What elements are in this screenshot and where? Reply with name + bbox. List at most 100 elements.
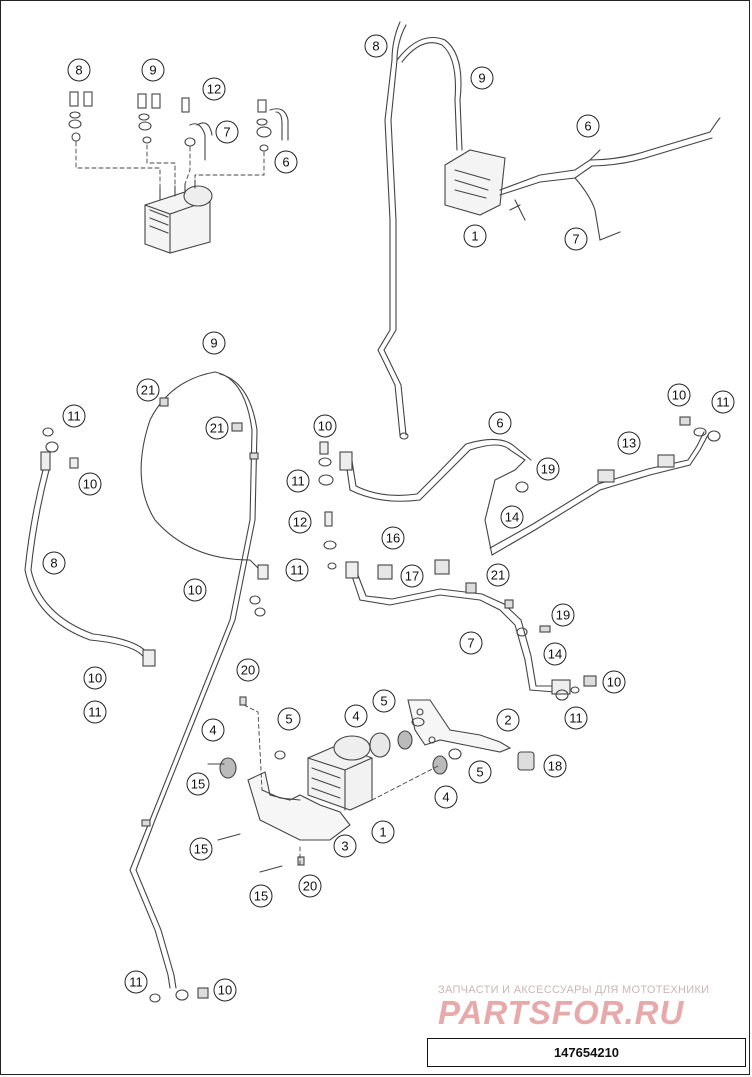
callout-circle [236, 658, 260, 682]
callout-label: 1 [471, 229, 478, 244]
part-number: 147654210 [553, 1045, 620, 1060]
callout-label: 11 [88, 705, 102, 720]
callout-label: 10 [318, 419, 332, 434]
callout-label: 18 [548, 759, 562, 774]
callout-label: 10 [672, 388, 686, 403]
abs-unit-small [144, 179, 213, 254]
callout-circle [488, 411, 512, 435]
callout-10: 10 [183, 578, 207, 602]
callout-label: 8 [75, 63, 82, 78]
callout-circle [274, 150, 298, 174]
callout-11: 11 [564, 706, 588, 730]
callout-circle [536, 457, 560, 481]
callout-21: 21 [136, 378, 160, 402]
brake-line-9 [129, 371, 266, 989]
callout-9: 9 [202, 331, 226, 355]
callout-circle [83, 700, 107, 724]
callout-11: 11 [83, 700, 107, 724]
callout-label: 10 [188, 583, 202, 598]
callout-label: 4 [209, 723, 216, 738]
callout-label: 12 [293, 515, 307, 530]
callout-circle [67, 58, 91, 82]
callout-circle [205, 416, 229, 440]
callout-label: 11 [290, 563, 304, 578]
callout-circle [141, 58, 165, 82]
callout-label: 6 [282, 155, 289, 170]
callout-circle [285, 558, 309, 582]
assembled-routing [377, 21, 721, 440]
callout-circle [602, 670, 626, 694]
watermark-logo: PARTSFOR.RU [438, 994, 685, 1031]
callout-label: 4 [442, 790, 449, 805]
callout-11: 11 [62, 404, 86, 428]
callout-2: 2 [496, 708, 520, 732]
callout-label: 21 [210, 421, 224, 436]
part-number-box: 147654210 [427, 1038, 746, 1067]
callout-label: 14 [548, 647, 562, 662]
callout-14: 14 [543, 642, 567, 666]
callout-10: 10 [667, 383, 691, 407]
callout-label: 1 [379, 825, 386, 840]
callout-circle [372, 689, 396, 713]
callout-19: 19 [536, 457, 560, 481]
callout-circle [78, 472, 102, 496]
callout-label: 8 [50, 556, 57, 571]
callout-label: 10 [607, 675, 621, 690]
callout-label: 7 [467, 636, 474, 651]
callout-label: 9 [478, 71, 485, 86]
callout-circle [213, 978, 237, 1002]
callout-6: 6 [274, 150, 298, 174]
callout-circle [201, 718, 225, 742]
bracket-3 [247, 771, 351, 841]
callout-circle [564, 227, 588, 251]
callout-label: 19 [541, 462, 555, 477]
callout-label: 20 [303, 879, 317, 894]
callout-8: 8 [364, 34, 388, 58]
callout-label: 15 [191, 777, 205, 792]
callout-11: 11 [711, 390, 735, 414]
callout-circle [313, 414, 337, 438]
callout-circle [551, 603, 575, 627]
callout-label: 7 [223, 125, 230, 140]
callout-12: 12 [202, 77, 226, 101]
callout-10: 10 [78, 472, 102, 496]
callout-11: 11 [286, 469, 310, 493]
callout-label: 3 [341, 839, 348, 854]
callout-11: 11 [124, 970, 148, 994]
callout-circle [298, 874, 322, 898]
callout-circle [468, 760, 492, 784]
callout-label: 5 [380, 694, 387, 709]
callout-5: 5 [468, 760, 492, 784]
callout-circle [400, 564, 424, 588]
callout-13: 13 [617, 431, 641, 455]
callout-label: 11 [67, 409, 81, 424]
callout-7: 7 [459, 631, 483, 655]
callout-circle [543, 754, 567, 778]
callout-circle [288, 510, 312, 534]
abs-module-main [307, 732, 391, 811]
callout-8: 8 [42, 551, 66, 575]
callout-label: 21 [141, 383, 155, 398]
callout-circle [459, 631, 483, 655]
callout-label: 17 [405, 569, 419, 584]
callout-circle [215, 120, 239, 144]
callout-circle [186, 772, 210, 796]
callout-label: 10 [83, 477, 97, 492]
callout-11: 11 [285, 558, 309, 582]
callout-label: 10 [218, 983, 232, 998]
callout-5: 5 [372, 689, 396, 713]
callout-label: 6 [496, 416, 503, 431]
callout-7: 7 [215, 120, 239, 144]
callout-label: 9 [149, 63, 156, 78]
callout-circle [202, 77, 226, 101]
callout-label: 21 [491, 568, 505, 583]
callout-15: 15 [186, 772, 210, 796]
callout-7: 7 [564, 227, 588, 251]
callout-9: 9 [141, 58, 165, 82]
callout-circle [183, 578, 207, 602]
callout-1: 1 [371, 820, 395, 844]
callout-label: 11 [129, 975, 143, 990]
callout-circle [42, 551, 66, 575]
callout-circle [470, 66, 494, 90]
